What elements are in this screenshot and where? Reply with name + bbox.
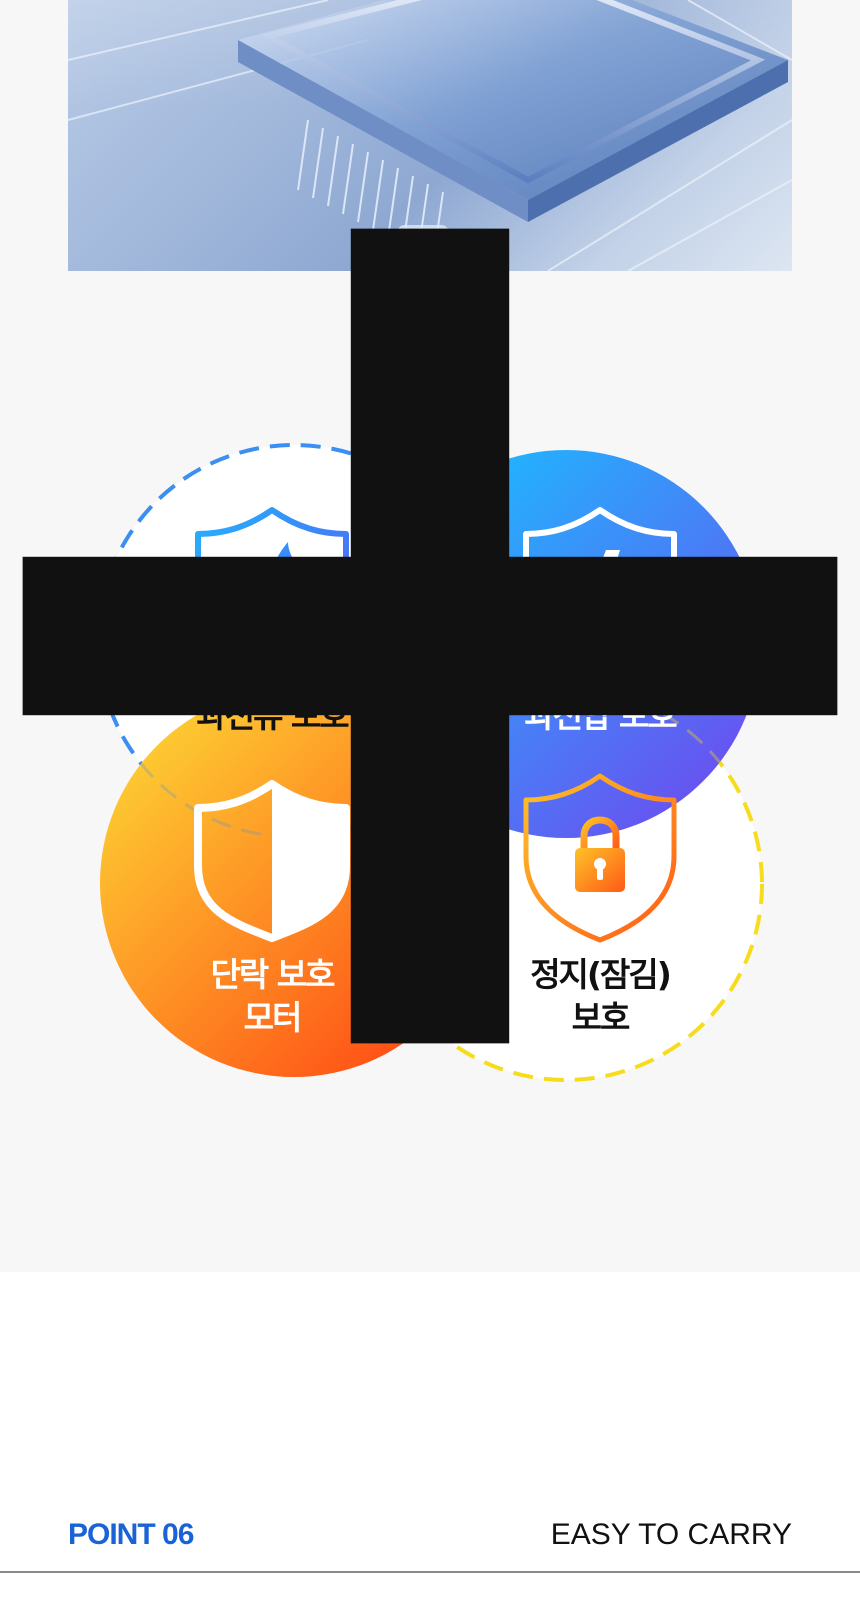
half-shield-icon — [194, 780, 350, 942]
point-label: POINT 06 — [68, 1518, 194, 1551]
lock-protection-label: 정지(잠김) 보호 — [530, 955, 672, 1037]
feature-section: 과전류 보호 과전압 보호 단락 보호 모터 정지(잠김) 보호 — [22, 0, 838, 1082]
lock-shield-icon — [523, 773, 677, 943]
protection-venn-diagram: 과전류 보호 과전압 보호 단락 보호 모터 정지(잠김) 보호 — [22, 228, 838, 1082]
section-divider — [0, 1571, 860, 1573]
plus-icon — [22, 228, 838, 1044]
short-circuit-label: 단락 보호 모터 — [210, 955, 336, 1037]
section-tagline: EASY TO CARRY — [550, 1518, 792, 1551]
